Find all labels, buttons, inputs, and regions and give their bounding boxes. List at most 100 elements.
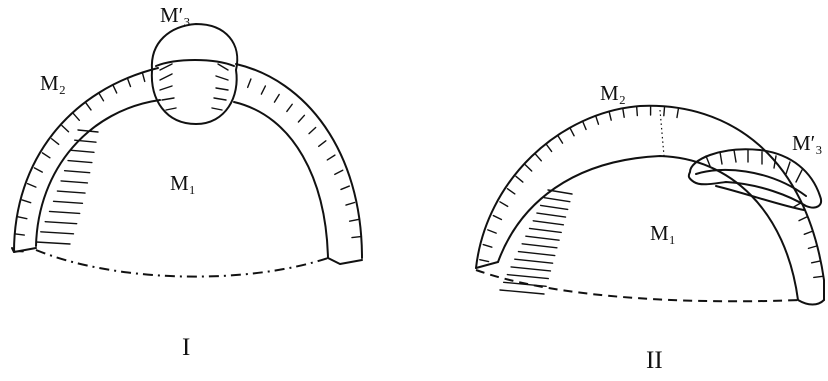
figure-one-top-cap xyxy=(152,24,237,124)
figure-one-band-tick xyxy=(62,126,69,132)
figure-one-hatch-line xyxy=(65,171,90,173)
figure-two-band-tick xyxy=(808,246,817,249)
figure-one-band-tick xyxy=(261,86,265,94)
figure-two-hatch-line xyxy=(526,236,559,240)
figure-two-label-m1: M₁ xyxy=(650,221,676,245)
figure-one-hatch-line xyxy=(61,181,87,183)
figure-two-hatch-line xyxy=(541,205,568,209)
figure-one-band-tick xyxy=(34,168,42,172)
figure-one-hatch-line xyxy=(36,242,70,244)
figure-one-top-cap-hatching xyxy=(156,60,234,110)
figure-one-band-tick xyxy=(86,103,91,110)
figure-two-band-tick xyxy=(609,111,611,120)
figure-two-band-tick xyxy=(583,121,586,129)
figure-one-band-tick xyxy=(335,170,343,174)
figure-one-caption: I xyxy=(182,334,190,361)
figure-two-hatch-line xyxy=(522,244,557,248)
figure-one-band-ticks xyxy=(14,73,361,252)
figure-two-band-tick xyxy=(804,231,812,234)
figure-one-band-tick xyxy=(18,217,27,219)
figure-one-band-tick xyxy=(352,237,361,238)
figure-two-hatch-line xyxy=(518,252,554,256)
figure-two-band-tick xyxy=(488,230,496,233)
figure-one-band-tick xyxy=(73,114,79,121)
figure-one-band-tick xyxy=(52,139,59,145)
figure-two-label-m3: M′₃ xyxy=(792,131,823,155)
figure-two-band-tick xyxy=(677,109,678,118)
figure-one-hatch-line xyxy=(57,191,85,193)
figure-one-band-tick xyxy=(28,184,36,187)
figure-one: M′₃ M₂ M₁ I xyxy=(12,3,362,361)
figure-one-band-tick xyxy=(298,115,304,122)
figure-two-band-tick xyxy=(535,154,541,161)
figure-one-hatch-line xyxy=(54,201,83,203)
figure-one-base-line xyxy=(36,250,328,277)
figure-one-hatch-line xyxy=(71,150,94,152)
figure-one-band-tick xyxy=(142,73,144,82)
figure-two-band-tick xyxy=(516,176,523,182)
figure-one-label-m1: M₁ xyxy=(170,171,196,195)
figure-one-band-tick xyxy=(309,128,316,134)
figure-two-base-line xyxy=(476,270,800,301)
figure-two-band-tick xyxy=(500,202,508,207)
figure-two-band-tick xyxy=(483,245,492,248)
figure-two-hatch-line xyxy=(544,198,570,202)
figure-one-label-m3: M′₃ xyxy=(160,3,191,27)
figure-one-band-tick xyxy=(274,94,279,102)
figure-one-band-tick xyxy=(327,155,335,160)
figure-one-band-right-end xyxy=(328,258,362,264)
figure-one-inner-arc-right xyxy=(234,102,328,258)
figure-one-hatch-line xyxy=(45,222,76,224)
figure-one-band-tick xyxy=(113,85,117,93)
figure-two-dotted-boundary xyxy=(660,110,664,156)
figure-two-band-tick xyxy=(493,216,501,220)
figure-two-hatch-line xyxy=(500,290,544,294)
figure-one-band-tick xyxy=(319,141,326,146)
figure-one-inner-hatching xyxy=(36,130,98,244)
figure-two-label-m2: M₂ xyxy=(600,81,626,105)
figure-one-band-tick xyxy=(42,153,50,158)
figure-one-band-tick xyxy=(248,79,251,87)
figure-two-band-right-end xyxy=(798,300,824,305)
figure-one-hatch-line xyxy=(78,130,98,132)
figure-one-band-tick xyxy=(287,104,292,111)
figure-two-hatch-line xyxy=(548,190,572,194)
figure-two-band-tick xyxy=(664,107,665,116)
figure-two-band-tick xyxy=(480,260,489,262)
figure-one-band-tick xyxy=(346,203,355,206)
figure-one-outer-arc-right xyxy=(236,64,362,258)
figure-two-band-tick xyxy=(799,217,807,221)
figure-two-band-tick xyxy=(623,108,624,117)
figure-two-band-tick xyxy=(596,116,599,125)
figure-two-band-tick xyxy=(546,144,551,151)
figure-two-band-tick xyxy=(637,107,638,116)
figure-two-hatch-line xyxy=(511,267,550,271)
figure-one-hatch-line xyxy=(50,211,80,213)
figure-one-band-tick xyxy=(350,219,359,221)
figure-two-band-tick xyxy=(812,261,821,263)
figure-one-outer-arc xyxy=(14,68,158,252)
figure-two-band-tick xyxy=(814,276,823,277)
figure-one-inner-arc xyxy=(36,100,160,246)
figure-two-hatch-line xyxy=(537,213,566,217)
figure-two-hatch-line xyxy=(507,275,548,279)
figure-two-hatch-line xyxy=(530,228,562,232)
figure-two-hatch-line xyxy=(533,221,563,225)
figure-one-label-m2: M₂ xyxy=(40,71,66,95)
figure-two-band-ticks xyxy=(480,106,823,277)
figure-two-band-tick xyxy=(558,135,563,143)
figure-one-hatch-line xyxy=(41,232,74,234)
figure-two-caption: II xyxy=(646,347,663,374)
figure-two-band-tick xyxy=(507,189,514,194)
figure-two-hatch-line xyxy=(515,259,553,263)
figure-two: M₂ M′₃ M₁ II xyxy=(476,81,824,374)
figure-one-band-tick xyxy=(22,200,31,203)
figure-one-band-tick xyxy=(341,186,349,189)
figure-two-outer-arc xyxy=(476,106,824,300)
figure-one-band-tick xyxy=(127,78,130,86)
figure-one-band-tick xyxy=(15,234,24,235)
figure-one-band-tick xyxy=(99,93,104,101)
figure-two-band-left-end xyxy=(476,262,498,268)
figure-two-band-tick xyxy=(570,128,574,136)
